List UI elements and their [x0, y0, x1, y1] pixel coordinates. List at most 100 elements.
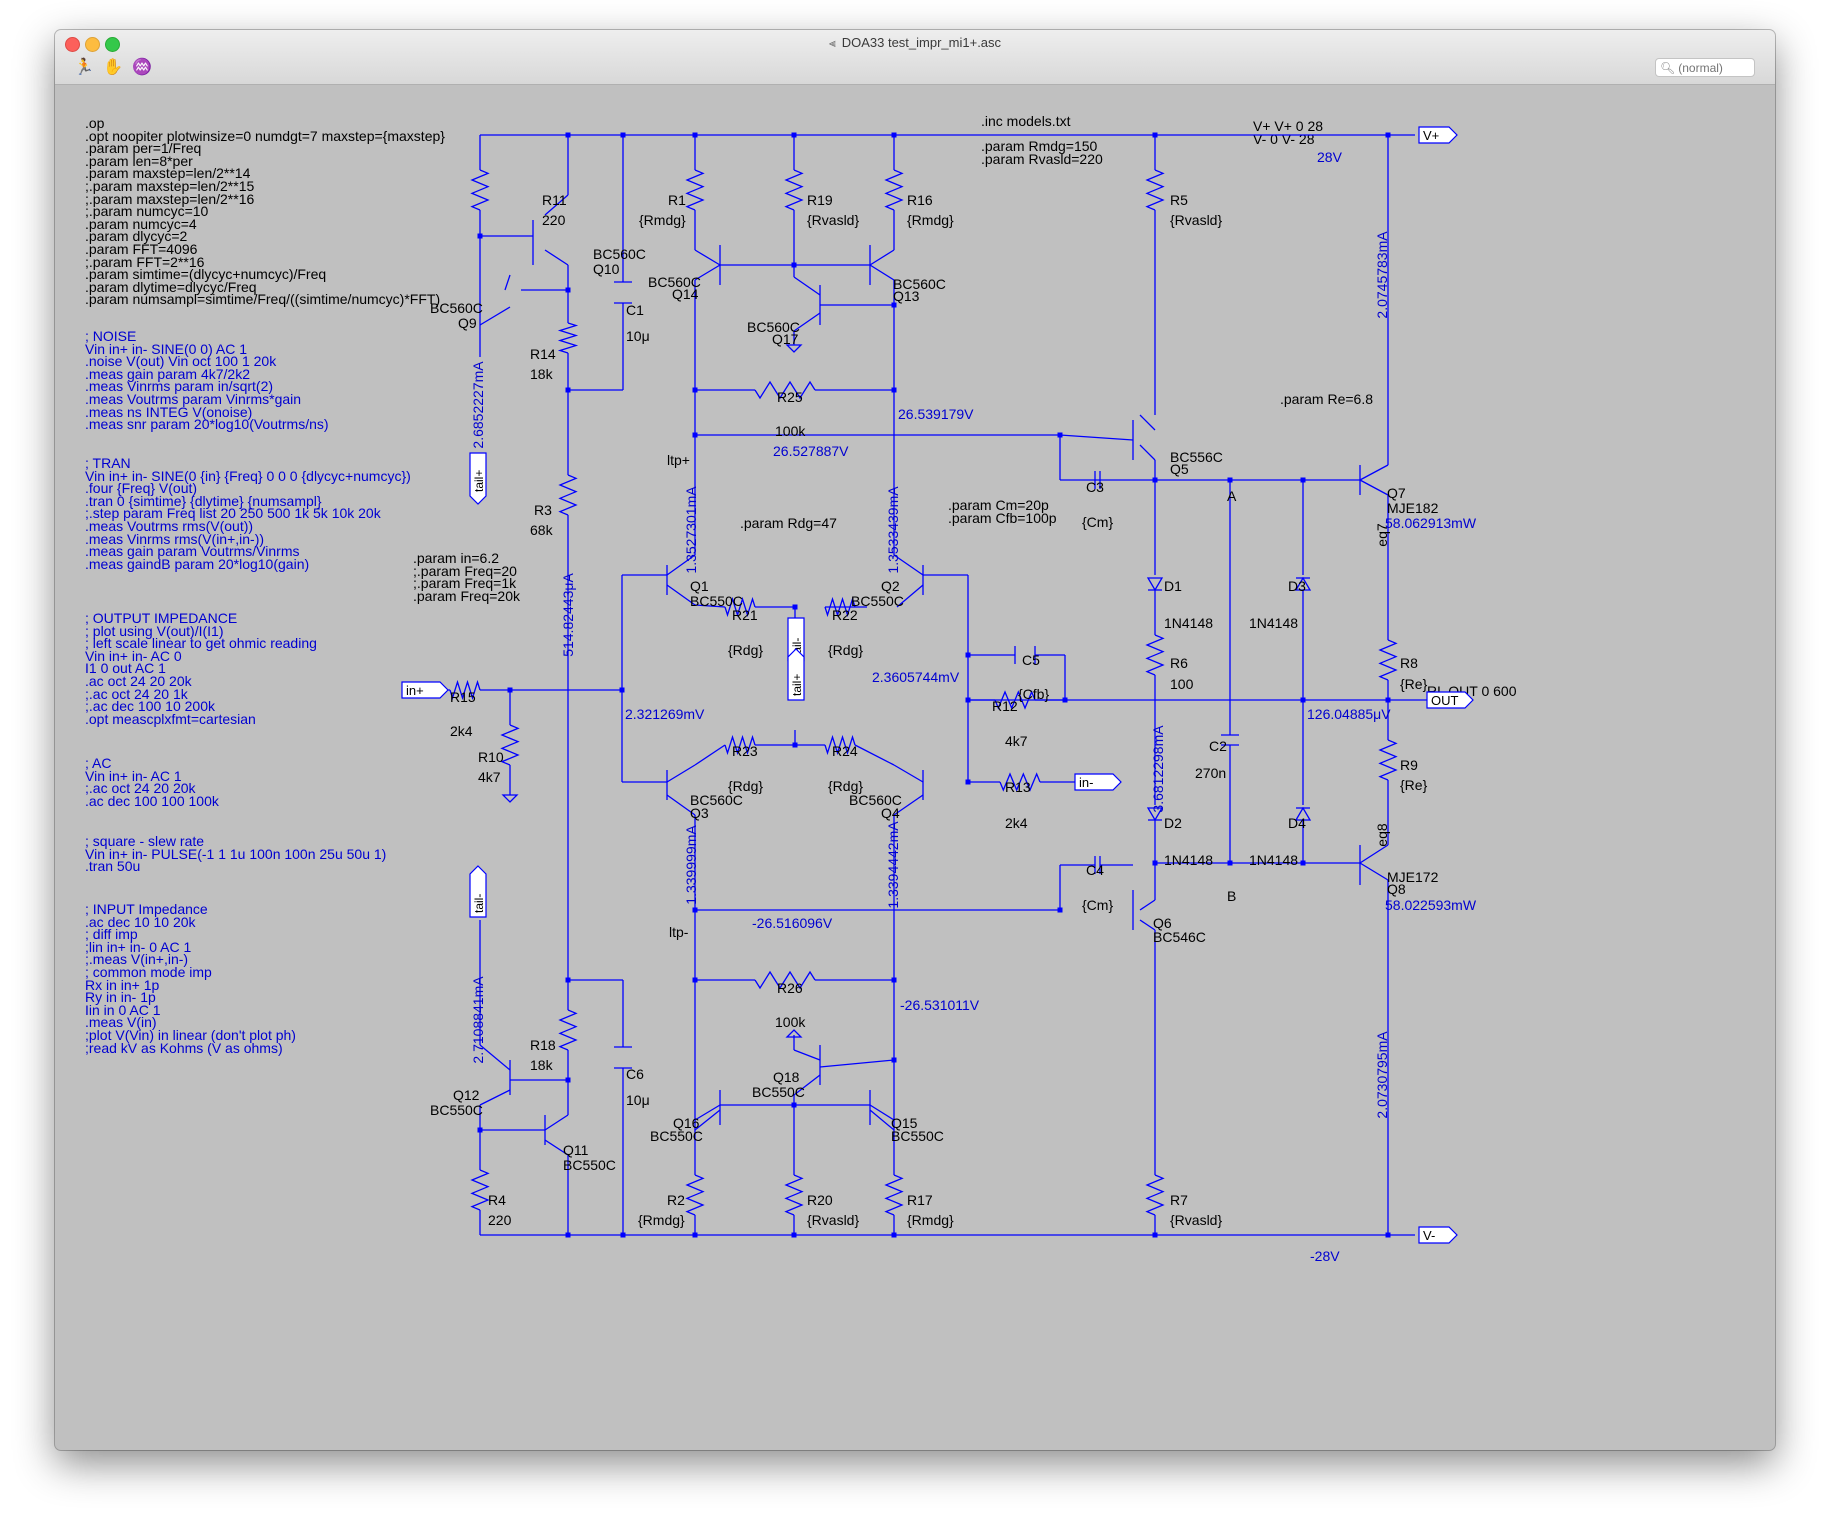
directive-square-block[interactable]: ; square - slew rate Vin in+ in- PULSE(-…: [85, 833, 387, 875]
component-label: BC546C: [1153, 929, 1206, 945]
probe-value-label: -26.516096V: [752, 915, 833, 931]
title-bar: ⫷DOA33 test_impr_mi1+.asc 🏃 ✋ ♒ 🔍︎: [55, 30, 1775, 85]
ground-symbol: [785, 344, 803, 353]
component-label: Q13: [893, 288, 920, 304]
svg-text:V-: V-: [1423, 1228, 1435, 1243]
probe-value-label: 26.527887V: [773, 443, 849, 459]
component-label: Q7: [1387, 485, 1406, 501]
component-label: 10μ: [626, 328, 650, 344]
component-label: Q18: [773, 1069, 800, 1085]
component-label: Q10: [593, 261, 620, 277]
current-probe-label: 2.0745783mA: [1374, 231, 1390, 319]
component-label: Q1: [690, 578, 709, 594]
wire-junction: [477, 233, 483, 239]
wire-junction: [620, 132, 626, 138]
schematic-window: ⫷DOA33 test_impr_mi1+.asc 🏃 ✋ ♒ 🔍︎ .op .…: [55, 30, 1775, 1450]
wire-segment: [793, 312, 821, 332]
wire-junction: [791, 262, 797, 268]
resistor-symbol: [994, 690, 1036, 710]
window-title-text: DOA33 test_impr_mi1+.asc: [841, 35, 1002, 50]
wire-segment: [1059, 434, 1134, 441]
component-label: BC550C: [891, 1128, 944, 1144]
component-label: {Rvasld}: [1170, 212, 1222, 228]
directive-ac-block[interactable]: ; AC Vin in+ in- AC 1 ;.ac oct 24 20 20k…: [85, 755, 219, 809]
schematic-canvas[interactable]: .op .opt noopiter plotwinsize=0 numdgt=7…: [55, 85, 1775, 1450]
component-label: C3: [1086, 479, 1104, 495]
component-label: {Cm}: [1082, 514, 1113, 530]
wire-junction: [891, 132, 897, 138]
search-input[interactable]: [1678, 61, 1747, 75]
search-box[interactable]: 🔍︎: [1655, 58, 1755, 77]
current-probe-label: 2.0730795mA: [1374, 1031, 1390, 1119]
component-label: R2: [667, 1192, 685, 1208]
wire-segment: [544, 1114, 569, 1131]
run-icon[interactable]: 🏃: [74, 59, 94, 76]
maximize-window-button[interactable]: [105, 37, 120, 52]
directive-freq-block[interactable]: .param in=6.2 ;.param Freq=20 ;.param Fr…: [413, 550, 520, 604]
svg-text:tail+: tail+: [790, 674, 804, 696]
wire-segment: [1359, 464, 1389, 481]
component-label: BC550C: [650, 1128, 703, 1144]
window-title: ⫷DOA33 test_impr_mi1+.asc: [55, 35, 1775, 51]
wire-junction: [692, 907, 698, 913]
wire-segment: [1139, 899, 1156, 911]
wire-junction: [1227, 477, 1233, 483]
halt-hand-icon[interactable]: ✋: [103, 59, 123, 76]
component-label: BC550C: [851, 593, 904, 609]
component-label: R5: [1170, 192, 1188, 208]
component-label: BC560C: [747, 319, 800, 335]
wire-junction: [792, 604, 798, 610]
component-label: 220: [488, 1212, 512, 1228]
wire-junction: [1152, 477, 1158, 483]
resistor-symbol: [754, 380, 816, 400]
component-label: Q11: [563, 1142, 589, 1158]
net-port-V: V+: [1418, 126, 1458, 144]
directive-cm-block[interactable]: .param Cm=20p .param Cfb=100p: [948, 497, 1057, 526]
wire-junction: [565, 1077, 571, 1083]
component-label: R15: [450, 689, 476, 705]
resistor-symbol: [685, 1174, 705, 1216]
resistor-symbol: [558, 1009, 578, 1051]
directive-re[interactable]: .param Re=6.8: [1280, 391, 1373, 407]
component-label: R17: [907, 1192, 933, 1208]
directive-noise-block[interactable]: ; NOISE Vin in+ in- SINE(0 0) AC 1 .nois…: [85, 328, 329, 433]
resistor-symbol: [724, 734, 756, 756]
directive-rdg[interactable]: .param Rdg=47: [740, 515, 837, 531]
current-probe-label: 1.3533439mA: [885, 486, 901, 574]
component-label: R22: [832, 607, 858, 623]
probe-value-label: 2.3605744mV: [872, 669, 960, 685]
net-port-tail: tail-: [469, 865, 487, 918]
resistor-symbol: [784, 169, 804, 211]
component-label: Q6: [1153, 915, 1172, 931]
component-label: {Re}: [1400, 676, 1428, 692]
wire-junction: [891, 977, 897, 983]
resistor-symbol: [1145, 634, 1165, 676]
component-label: 100: [1170, 676, 1194, 692]
close-window-button[interactable]: [65, 37, 80, 52]
resistor-symbol: [1378, 639, 1398, 681]
probe-icon[interactable]: ♒: [132, 59, 152, 76]
resistor-symbol: [824, 734, 856, 756]
wire-junction: [891, 387, 897, 393]
directive-op-block[interactable]: .op .opt noopiter plotwinsize=0 numdgt=7…: [85, 115, 445, 308]
component-label: R16: [907, 192, 933, 208]
directive-input-impedance-block[interactable]: ; INPUT Impedance .ac dec 10 10 20k ; di…: [85, 901, 296, 1056]
resistor-symbol: [449, 679, 481, 701]
wire-junction: [692, 1232, 698, 1238]
directive-inc-block[interactable]: .inc models.txt .param Rmdg=150 .param R…: [981, 113, 1103, 167]
directive-output-impedance-block[interactable]: ; OUTPUT IMPEDANCE ; plot using V(out)/I…: [85, 610, 317, 727]
search-icon: 🔍︎: [1660, 61, 1676, 75]
component-label: {Cm}: [1082, 897, 1113, 913]
resistor-symbol: [999, 772, 1041, 792]
component-label: D1: [1164, 578, 1182, 594]
wire-junction: [1300, 697, 1306, 703]
net-port-tail: tail+: [787, 648, 805, 701]
component-label: 100k: [775, 1014, 806, 1030]
wire-junction: [792, 742, 798, 748]
current-probe-label: eq7: [1374, 523, 1390, 547]
component-label: C4: [1086, 862, 1104, 878]
minimize-window-button[interactable]: [85, 37, 100, 52]
component-label: {Rmdg}: [639, 212, 686, 228]
directive-tran-block[interactable]: ; TRAN Vin in+ in- SINE(0 {in} {Freq} 0 …: [85, 455, 411, 572]
wire-junction: [565, 1232, 571, 1238]
